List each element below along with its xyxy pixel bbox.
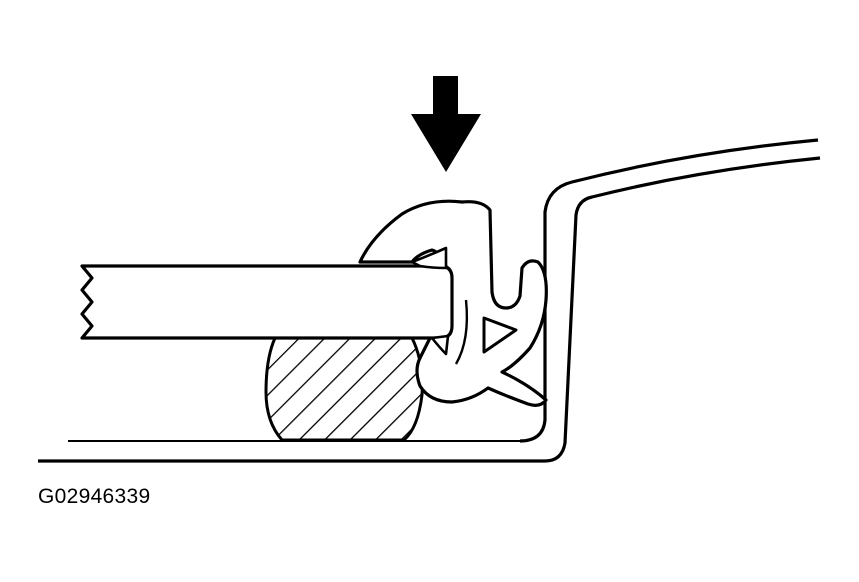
seal-grip-top <box>410 246 448 270</box>
figure-id-label: G02946339 <box>38 485 151 508</box>
door-panel-edge <box>80 264 454 340</box>
seal-grip-bottom <box>430 334 450 356</box>
body-flange-inner <box>519 138 819 443</box>
body-flange-outer <box>38 156 821 463</box>
down-arrow-icon <box>411 76 481 172</box>
hatched-block <box>264 336 424 442</box>
